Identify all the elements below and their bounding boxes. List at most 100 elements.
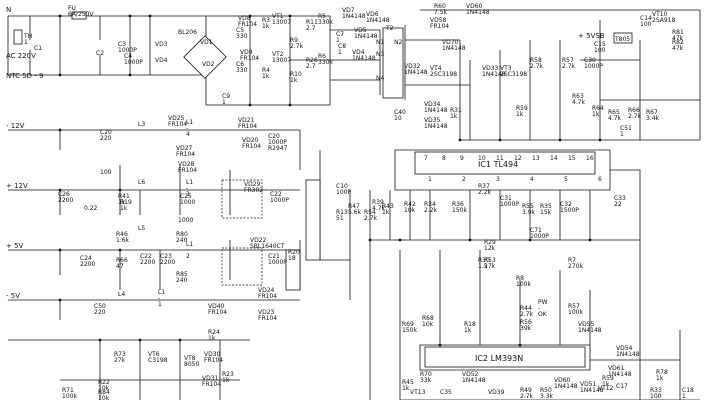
part-label-word: 2SC3198 xyxy=(430,71,457,78)
part-label-word: 2SA918 xyxy=(652,17,675,24)
part-label-word: C3 xyxy=(118,41,126,48)
part-label-word: 1 xyxy=(336,37,340,44)
output-transformer-symbol xyxy=(305,179,321,261)
part-label-word: C40 xyxy=(394,109,406,116)
part-label-word: C3198 xyxy=(148,357,168,364)
part-label-word: R10 xyxy=(290,71,302,78)
rail-plus5sb-label: + 5VSB xyxy=(578,32,605,40)
part-label-word: VD1 xyxy=(200,39,213,46)
part-label-word: FR104 xyxy=(178,167,197,174)
part-label-word: 1 xyxy=(620,131,624,138)
part-label-word: - xyxy=(158,295,160,302)
rail-label-group: N AC 220V NTC 5D - 9 - 12V + 12V + 5V - … xyxy=(6,6,605,300)
part-label-word: R4 xyxy=(262,67,270,74)
part-label-word: 1N4148 xyxy=(580,387,604,394)
part-label-word: 2200 xyxy=(58,197,73,204)
part-label-word: VD3 xyxy=(155,41,168,48)
part-label-word: FR104 xyxy=(168,121,187,128)
part-label-word: FR104 xyxy=(430,23,449,30)
part-label-word: 1k xyxy=(222,377,230,384)
part-label-word: 1000P xyxy=(584,63,603,70)
part-label-word: 2.7k xyxy=(520,311,534,318)
part-label-word: 1N4148 xyxy=(404,69,428,76)
junction-dot xyxy=(118,248,122,252)
part-label-vd3: VD3 xyxy=(155,41,168,48)
part-label-word: C15 xyxy=(594,41,606,48)
part-label-word: 330 xyxy=(236,67,248,74)
ic1-pin-7: 7 xyxy=(424,155,428,162)
part-label-word: C20 xyxy=(268,133,280,140)
part-label-word: C25 xyxy=(180,193,192,200)
part-label-word: R35 xyxy=(540,203,552,210)
part-label-word: 1N4148 xyxy=(424,107,448,114)
part-label-word: VD21 xyxy=(238,117,255,124)
part-label-word: 1000 xyxy=(180,199,195,206)
part-label-word: 1 xyxy=(158,301,162,308)
part-label-word: 22 xyxy=(614,201,622,208)
fuse-symbol xyxy=(71,11,87,20)
part-label-word: R43 xyxy=(382,203,394,210)
rail-n-label: N xyxy=(6,6,11,14)
part-label-vd2: VD2 xyxy=(202,61,215,68)
thermistor-symbol xyxy=(13,29,23,45)
part-label-word: 10k xyxy=(98,395,110,400)
ic1-pin-2: 2 xyxy=(462,176,466,183)
part-label-l14: L1-4 xyxy=(186,119,193,138)
part-label-l5: L5 xyxy=(138,225,145,232)
part-label-word: VD61 xyxy=(608,365,625,372)
part-label-word: R59 xyxy=(602,375,614,382)
part-label-word: R59 xyxy=(516,105,528,112)
part-label-word: C9 xyxy=(222,93,230,100)
part-label-word: SBL1640CT xyxy=(250,243,285,250)
part-label-word: VT12 xyxy=(598,385,614,392)
part-label-word: N4 xyxy=(376,75,384,82)
part-label-word: 0.22 xyxy=(84,205,98,212)
junction-dot xyxy=(588,238,592,242)
part-label-word: R54 xyxy=(364,209,376,216)
part-label-word: FR104 xyxy=(176,151,195,158)
part-label-word: OK xyxy=(538,311,548,318)
junction-dot xyxy=(438,343,442,347)
part-label-word: VD20 xyxy=(242,137,259,144)
part-label-word: 1k xyxy=(402,385,410,392)
rail-minus5-label: - 5V xyxy=(6,292,20,300)
part-label-word: 2.2k xyxy=(478,189,492,196)
part-label-word: C33 xyxy=(614,195,626,202)
part-label-word: 330k xyxy=(318,59,333,66)
part-label-word: R44 xyxy=(520,305,532,312)
junction-dot xyxy=(148,14,152,18)
part-label-word: VD60 xyxy=(466,3,483,10)
junction-dot xyxy=(58,73,62,77)
ic1-pin-4: 4 xyxy=(530,176,534,183)
part-label-word: C20 xyxy=(100,129,112,136)
part-label-word: R67 xyxy=(646,109,658,116)
part-label-word: 3 xyxy=(186,191,190,198)
part-label-l3: L3 xyxy=(138,121,145,128)
part-label-word: R84 xyxy=(98,389,110,396)
ic1-pin-14: 14 xyxy=(550,155,558,162)
